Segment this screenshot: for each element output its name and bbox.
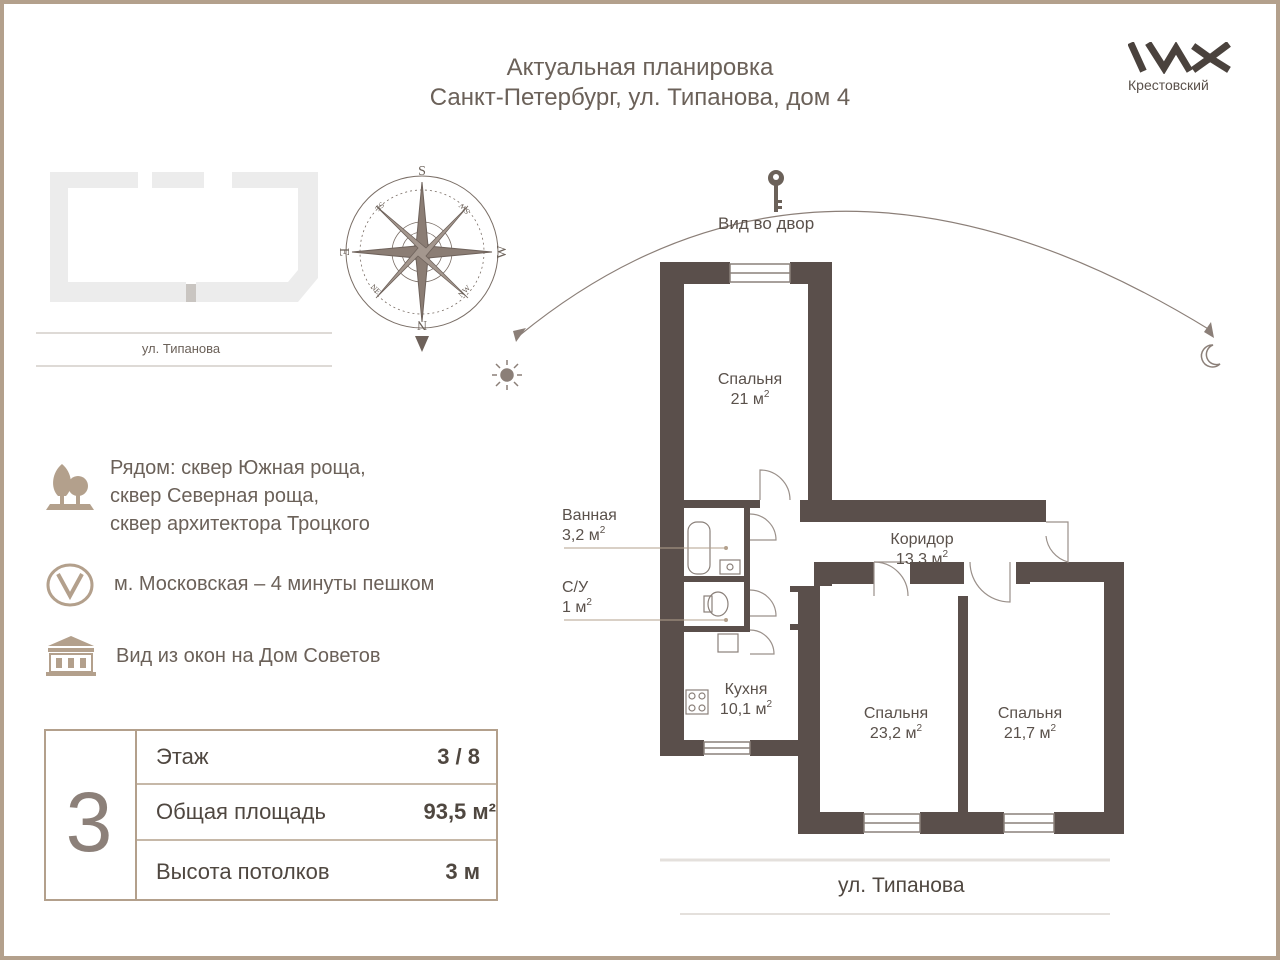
compass-sw: SW: [457, 201, 472, 216]
feature-parks-line1: Рядом: сквер Южная роща,: [110, 457, 366, 479]
room-bedroom-2-area: 23,2 м: [869, 725, 917, 742]
doors: [749, 469, 1069, 655]
page-address: Санкт-Петербург, ул. Типанова, дом 4: [429, 84, 851, 111]
room-bathroom-name: Ванная: [562, 507, 617, 524]
sun-path-arc: [513, 170, 1214, 342]
ceiling-value: 3 м: [445, 859, 480, 884]
compass-rose-icon: S N E W SE SW NE NW: [336, 164, 510, 352]
room-bathroom-area: 3,2 м: [562, 527, 600, 544]
room-kitchen: Кухня 10,1 м2: [704, 680, 788, 720]
compass-se: SE: [373, 200, 386, 213]
windows: [703, 263, 1055, 833]
room-corridor: Коридор 13,3 м2: [872, 530, 972, 570]
floor-label: Этаж: [156, 744, 209, 769]
site-street-label: ул. Типанова: [141, 341, 221, 356]
logo-name: Крестовский: [1128, 77, 1209, 93]
feature-metro: м. Московская – 4 минуты пешком: [114, 573, 435, 595]
compass-ne: NE: [369, 282, 383, 296]
room-toilet: С/У 1 м2: [562, 579, 592, 616]
room-corridor-name: Коридор: [890, 531, 954, 548]
feature-view: Вид из окон на Дом Советов: [116, 645, 381, 667]
floor-value: 3 / 8: [437, 744, 480, 769]
room-kitchen-name: Кухня: [724, 681, 768, 698]
room-bedroom-1: Спальня 21 м2: [700, 370, 800, 410]
floor-plan: [660, 262, 1124, 915]
walls: [660, 262, 1124, 834]
krestovsky-logo-icon: [1128, 42, 1231, 74]
room-bedroom-3: Спальня 21,7 м2: [978, 704, 1082, 744]
room-kitchen-area: 10,1 м: [719, 701, 767, 718]
room-toilet-area: 1 м: [562, 599, 587, 616]
room-bathroom: Ванная 3,2 м2: [562, 507, 617, 544]
rooms-count: 3: [65, 775, 113, 869]
ceiling-label: Высота потолков: [156, 859, 330, 884]
feature-parks: Рядом: сквер Южная роща, сквер Северная …: [110, 454, 370, 538]
compass-south: S: [418, 164, 426, 179]
feature-parks-line2: сквер Северная роща,: [110, 485, 320, 507]
view-yard-label: Вид во двор: [718, 214, 815, 233]
key-icon: [768, 170, 784, 212]
metro-icon: [46, 563, 94, 607]
feature-parks-line3: сквер архитектора Троцкого: [110, 513, 370, 535]
stats-table-frame: [44, 729, 498, 901]
leader-lines: [564, 546, 728, 622]
room-bedroom-3-area: 21,7 м: [1003, 725, 1051, 742]
moon-icon: [1200, 344, 1221, 368]
room-toilet-name: С/У: [562, 579, 589, 596]
sun-icon: [492, 360, 522, 390]
compass-west: W: [495, 245, 510, 259]
area-value: 93,5 м²: [423, 799, 496, 824]
room-corridor-area: 13,3 м: [895, 551, 943, 568]
room-bedroom-3-name: Спальня: [997, 705, 1063, 722]
room-bedroom-2-name: Спальня: [863, 705, 929, 722]
compass-nw: NW: [456, 283, 472, 299]
site-plan: [36, 172, 332, 367]
compass-east: E: [336, 248, 351, 257]
park-tree-icon: [46, 464, 94, 510]
page-title: Актуальная планировка: [506, 54, 774, 81]
area-label: Общая площадь: [156, 799, 326, 824]
plan-street-label: ул. Типанова: [838, 874, 965, 897]
room-bedroom-1-area: 21 м: [730, 391, 764, 408]
room-bedroom-1-name: Спальня: [717, 371, 783, 388]
room-bedroom-2: Спальня 23,2 м2: [844, 704, 948, 744]
compass-north: N: [417, 317, 427, 332]
building-icon: [46, 636, 96, 676]
